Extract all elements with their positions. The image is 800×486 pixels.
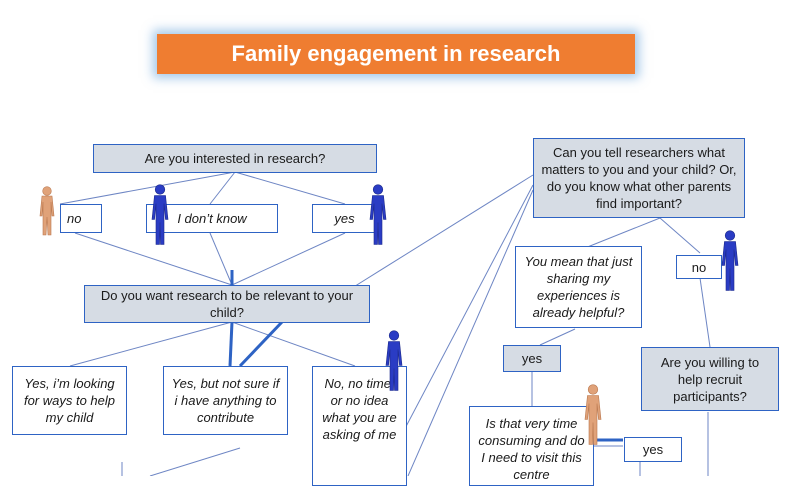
connector-line (659, 217, 701, 254)
answer-time-consuming: Is that very time consuming and do I nee… (469, 406, 594, 486)
answer-yes-looking: Yes, i’m looking for ways to help my chi… (12, 366, 127, 435)
answer-no-right: no (676, 255, 722, 279)
person-blue-figure-icon (369, 184, 387, 245)
connector-line (74, 232, 233, 286)
answer-yes: yes (312, 204, 377, 233)
answer-yes-not-sure: Yes, but not sure if i have anything to … (163, 366, 288, 435)
person-skin-figure-icon (584, 384, 602, 445)
answer-yes-left: yes (503, 345, 561, 372)
flowchart: Family engagement in research Are you in… (12, 34, 779, 486)
title-banner: Family engagement in research (157, 34, 635, 74)
connector-line (231, 232, 346, 286)
question-recruit: Are you willing to help recruit particip… (641, 347, 779, 411)
person-skin-figure-icon (39, 186, 55, 236)
connector-line (149, 447, 241, 476)
answer-yes-bottom: yes (624, 437, 682, 462)
connector-line (699, 277, 711, 348)
connector-line-thick (228, 321, 234, 367)
connector-line (407, 189, 534, 476)
question-tell-researchers: Can you tell researchers what matters to… (533, 138, 745, 218)
connector-line (59, 171, 236, 205)
connector-line (231, 321, 356, 367)
connector-line (579, 217, 661, 251)
person-blue-figure-icon (721, 230, 739, 291)
person-blue-figure-icon (151, 184, 169, 245)
connector-line (539, 328, 576, 346)
connector-lines (59, 171, 711, 476)
question-relevant: Do you want research to be relevant to y… (84, 285, 370, 323)
connector-line-thick (238, 320, 284, 368)
person-blue-figure-icon (385, 330, 403, 391)
answer-sharing: You mean that just sharing my experience… (515, 246, 642, 328)
connector-line (351, 174, 534, 289)
answer-no: no (60, 204, 102, 233)
answer-dont-know: I don’t know (146, 204, 278, 233)
connector-line (209, 171, 236, 205)
connector-line (234, 171, 346, 205)
question-interested: Are you interested in research? (93, 144, 377, 173)
connector-line (69, 321, 233, 367)
connector-line (209, 232, 233, 286)
page-title: Family engagement in research (231, 41, 561, 66)
